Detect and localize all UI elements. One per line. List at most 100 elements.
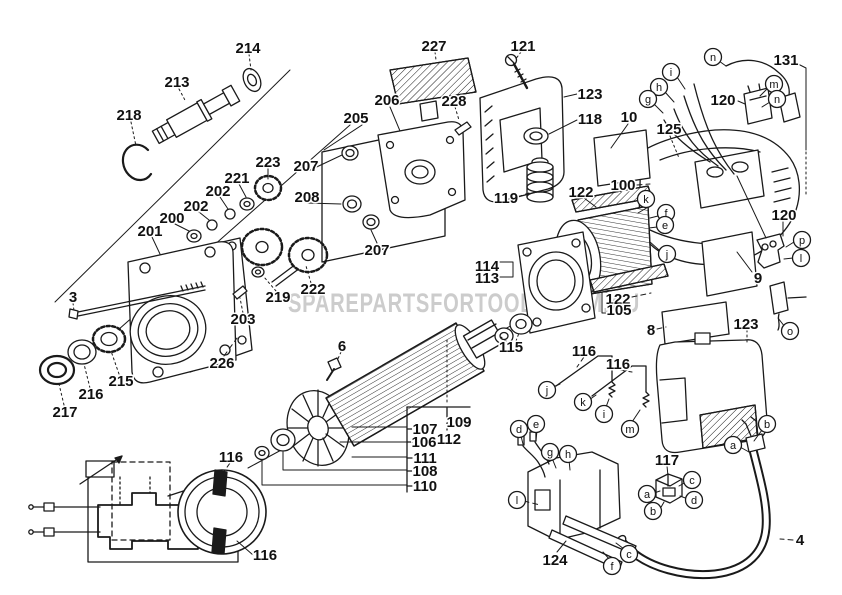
part-label-8: 8 (647, 322, 655, 339)
field-ring-116 (177, 469, 267, 555)
callout-letter-i: i (661, 62, 681, 82)
callout-letter-o: o (780, 321, 800, 341)
part-label-116: 116 (219, 449, 243, 466)
front-bearing-115 (509, 313, 533, 335)
bushing-119 (526, 157, 554, 203)
callout-letter-a: a (637, 484, 657, 504)
callout-letter-h: h (558, 444, 578, 464)
bearing-217 (38, 354, 76, 386)
part-label-208: 208 (294, 189, 319, 206)
part-label-215: 215 (108, 373, 133, 390)
part-label-110: 110 (413, 478, 437, 495)
spindle-213 (151, 84, 241, 145)
callout-letter-p: p (792, 230, 812, 250)
part-label-10: 10 (621, 109, 638, 126)
svg-text:i: i (603, 409, 605, 421)
retaining-ring-218 (121, 143, 153, 182)
screw-121 (504, 53, 529, 90)
part-label-111: 111 (413, 450, 436, 467)
part-label-112: 112 (437, 431, 461, 448)
svg-text:c: c (626, 549, 632, 561)
callout-letter-j: j (657, 244, 677, 264)
svg-text:i: i (670, 67, 672, 79)
part-label-213: 213 (164, 74, 189, 91)
part-label-207: 207 (293, 158, 318, 175)
part-label-207: 207 (364, 242, 389, 259)
svg-text:e: e (662, 220, 668, 232)
long-bolt-3 (68, 281, 206, 320)
part-label-218: 218 (116, 107, 141, 124)
lock-clip-120-right (756, 233, 785, 269)
part-label-226: 226 (209, 355, 234, 372)
gear-cover-123-top (479, 76, 565, 203)
part-label-202: 202 (205, 183, 230, 200)
svg-text:k: k (580, 397, 586, 409)
part-label-223: 223 (255, 154, 280, 171)
svg-text:d: d (691, 495, 697, 507)
part-label-118: 118 (578, 111, 602, 128)
ball-202-b (206, 219, 218, 231)
bearing-118 (523, 127, 549, 145)
callout-letter-l: l (791, 248, 811, 268)
callout-letter-m: m (620, 419, 640, 439)
ring-216 (67, 339, 97, 365)
gear-housing-201 (127, 241, 237, 384)
bearing-ring-215 (91, 324, 127, 354)
terminal-block-125 (694, 149, 765, 209)
part-label-3: 3 (69, 289, 77, 306)
ring-200 (186, 229, 202, 243)
part-label-117: 117 (655, 452, 679, 469)
part-label-105: 105 (606, 302, 631, 319)
part-label-228: 228 (441, 93, 466, 110)
part-label-109: 109 (446, 414, 471, 431)
svg-text:a: a (644, 489, 651, 501)
part-label-119: 119 (494, 190, 518, 207)
callout-letter-m: m (764, 74, 784, 94)
bearing-plate-113-114 (517, 231, 596, 334)
svg-text:h: h (656, 82, 662, 94)
part-label-120: 120 (771, 207, 796, 224)
part-label-116: 116 (253, 547, 277, 564)
svg-text:n: n (774, 94, 780, 106)
sticker-10 (593, 129, 651, 187)
part-label-4: 4 (796, 532, 805, 549)
sticker-8 (661, 301, 730, 345)
svg-text:o: o (787, 326, 793, 338)
bearing-207-bottom (362, 214, 380, 230)
svg-text:e: e (533, 419, 539, 431)
armature-107 (325, 319, 506, 447)
part-label-219: 219 (265, 289, 290, 306)
part-label-107: 107 (412, 421, 437, 438)
svg-text:m: m (625, 424, 634, 436)
svg-text:n: n (710, 52, 716, 64)
svg-text:b: b (764, 419, 770, 431)
part-label-116: 116 (572, 343, 596, 360)
brush-rail-122-bottom (589, 263, 669, 293)
callout-letter-e: e (526, 414, 546, 434)
part-label-206: 206 (374, 92, 399, 109)
callout-letter-i: i (594, 404, 614, 424)
part-label-9: 9 (754, 270, 762, 287)
callout-letter-j: j (537, 380, 557, 400)
svg-text:k: k (643, 194, 649, 206)
callout-letter-h: h (649, 77, 669, 97)
callout-letter-k: k (636, 189, 656, 209)
bearing-208 (342, 195, 362, 213)
part-label-122: 122 (605, 291, 630, 308)
svg-text:g: g (547, 447, 553, 459)
bearing-bracket-206 (377, 121, 466, 219)
part-label-200: 200 (159, 210, 184, 227)
callout-letter-n: n (767, 89, 787, 109)
pin-203 (232, 285, 248, 300)
gear-223 (253, 174, 283, 202)
svg-text:m: m (769, 79, 778, 91)
callout-letter-a: a (723, 435, 743, 455)
part-label-113: 113 (475, 270, 499, 287)
part-label-227: 227 (421, 38, 446, 55)
rear-bearing-111 (270, 428, 296, 452)
part-label-108: 108 (412, 463, 437, 480)
part-label-123: 123 (577, 86, 602, 103)
part-label-222: 222 (300, 281, 325, 298)
